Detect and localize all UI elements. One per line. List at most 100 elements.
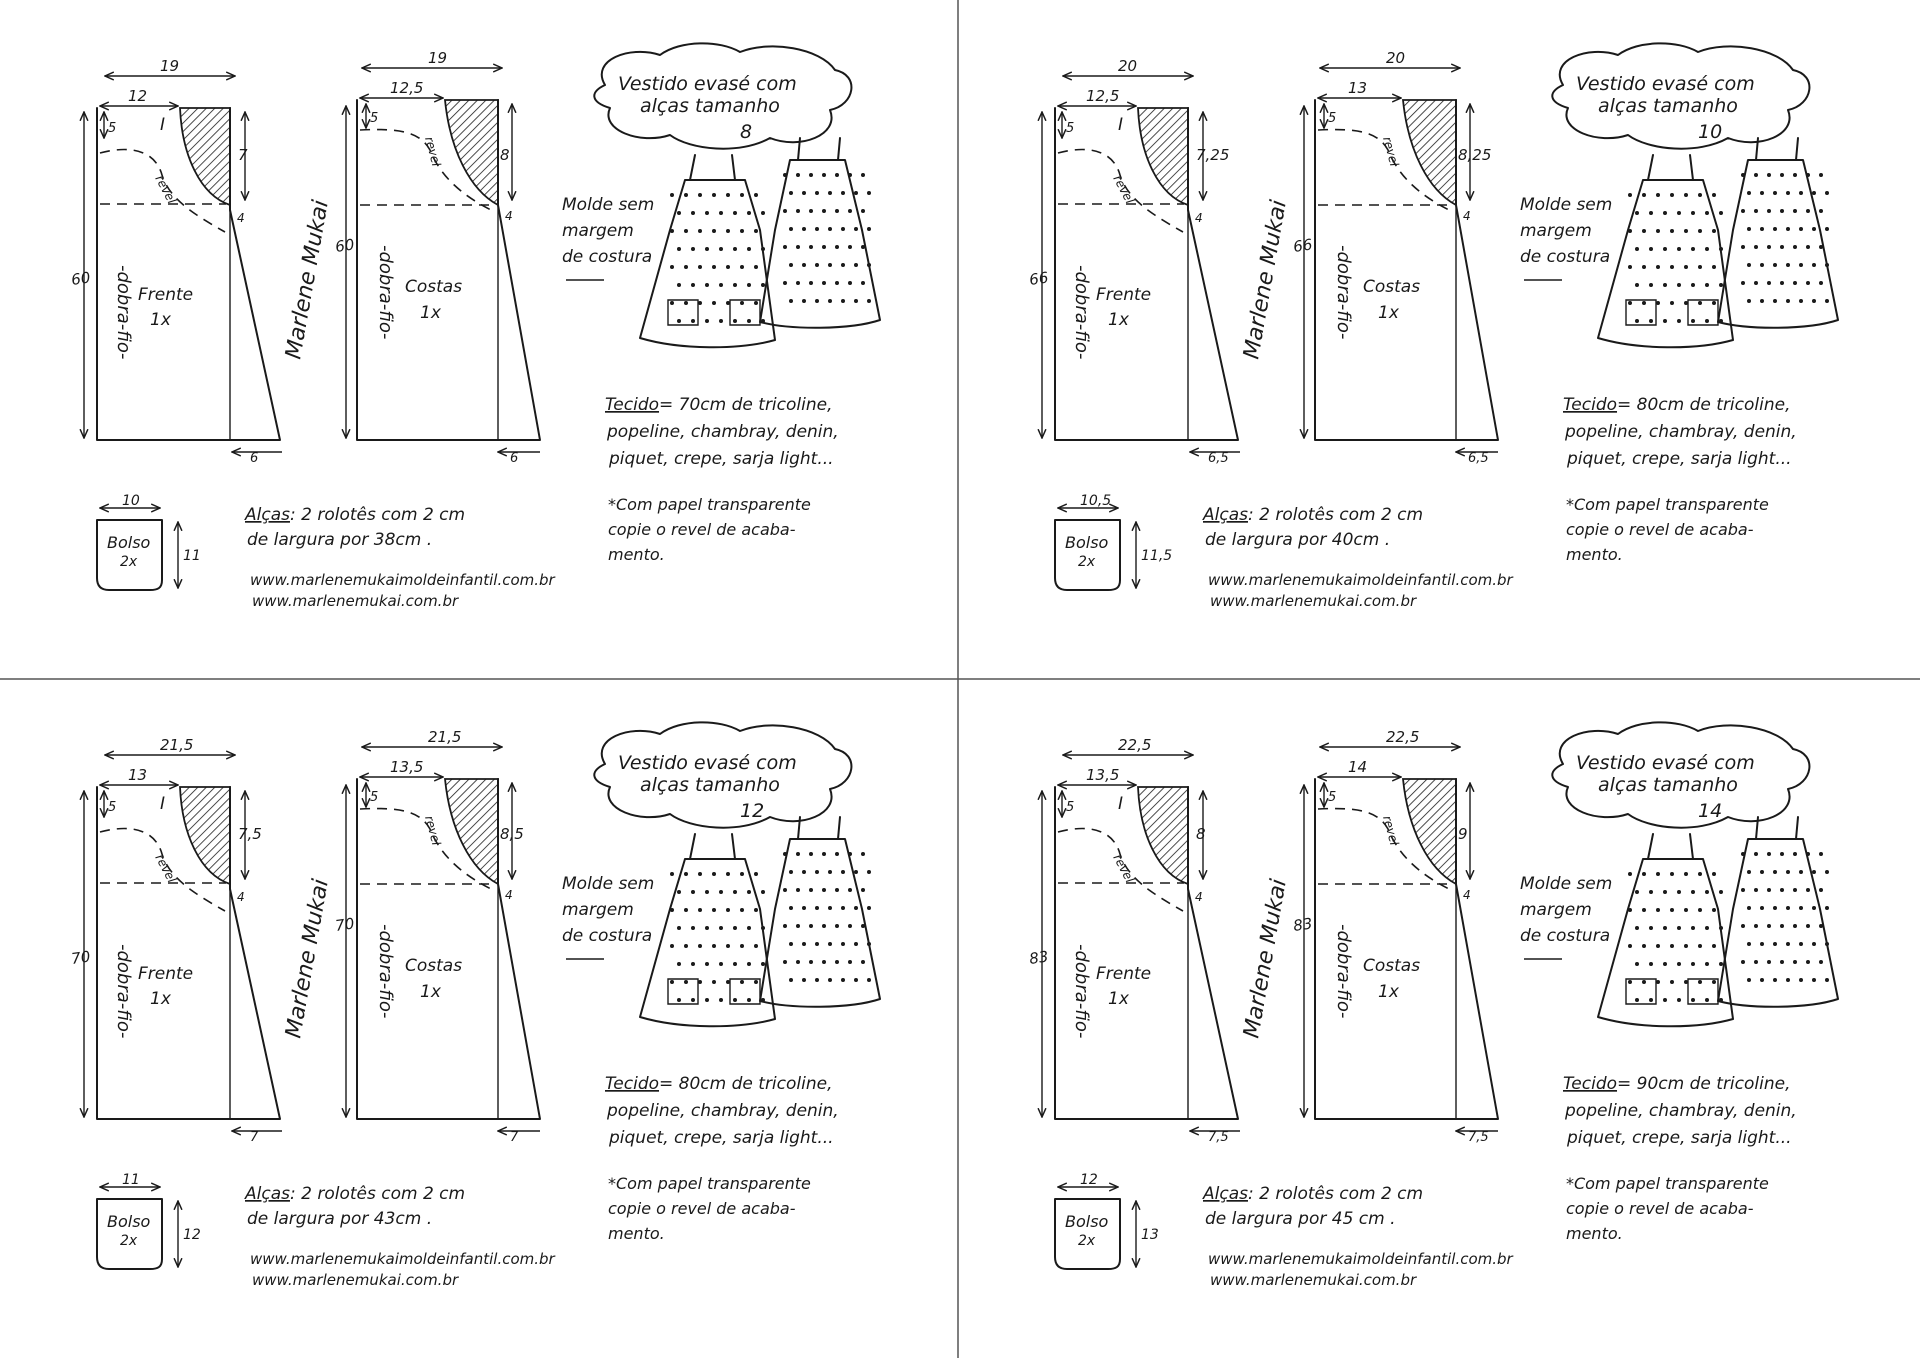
dress-illustration <box>1597 137 1839 349</box>
fabric-line-1: Tecido= 80cm de tricoline, <box>1563 395 1791 415</box>
polka-dot <box>691 319 695 323</box>
front-armhole-depth-label: 7,5 <box>238 825 262 843</box>
polka-dot <box>1656 265 1660 269</box>
molde-line-3: de costura <box>562 247 652 267</box>
title-line-1: Vestido evasé com <box>618 73 797 95</box>
fabric-note: Tecido= 80cm de tricoline,popeline, cham… <box>1563 395 1797 564</box>
polka-dot <box>1642 229 1646 233</box>
polka-dot <box>802 227 806 231</box>
note-line-3: mento. <box>608 1224 665 1243</box>
tecido-sep: = <box>659 1074 679 1094</box>
polka-dot <box>1684 193 1688 197</box>
tecido-label: Tecido <box>605 1074 659 1094</box>
pocket-name-label: Bolso <box>107 533 151 552</box>
alcas-rest: : 2 rolotês com 2 cm <box>290 505 465 525</box>
tecido-label: Tecido <box>605 395 659 415</box>
polka-dot <box>809 888 813 892</box>
url-2: www.marlenemukai.com.br <box>252 592 459 610</box>
polka-dot <box>691 283 695 287</box>
dress-strap-right <box>731 833 736 860</box>
note-line-3: mento. <box>608 545 665 564</box>
polka-dot <box>761 998 765 1002</box>
dress-front-drawing <box>639 858 776 1028</box>
polka-dot <box>1780 924 1784 928</box>
back-facing-line <box>359 807 496 892</box>
polka-dot <box>1747 299 1751 303</box>
front-hem-label: 6 <box>250 451 258 466</box>
polka-dot <box>1670 229 1674 233</box>
polka-dot <box>783 209 787 213</box>
back-revel-label: revel <box>422 135 443 168</box>
tecido-sep: = <box>1617 1074 1637 1094</box>
polka-dot <box>1780 888 1784 892</box>
dress-strap-left <box>689 154 696 181</box>
polka-dot <box>848 173 852 177</box>
polka-dot <box>726 229 730 233</box>
front-hem-label: 7 <box>250 1130 259 1145</box>
polka-dot <box>726 980 730 984</box>
pocket-height-label: 11 <box>183 548 201 564</box>
polka-dot <box>783 245 787 249</box>
alcas-label: Alças <box>1202 505 1248 525</box>
polka-dot <box>719 319 723 323</box>
pocket-outline <box>96 519 163 591</box>
polka-dot <box>677 247 681 251</box>
polka-dot <box>1635 211 1639 215</box>
back-hem-label: 6 <box>510 451 518 466</box>
front-5-label: 5 <box>108 800 116 815</box>
polka-dot <box>1806 852 1810 856</box>
front-length-label: 70 <box>70 947 91 967</box>
polka-dot <box>1773 227 1777 231</box>
polka-dot <box>1793 960 1797 964</box>
polka-dot <box>747 998 751 1002</box>
polka-dot <box>1767 245 1771 249</box>
signature-watermark: Marlene Mukai <box>281 198 334 361</box>
back-name-label: Costas <box>1363 956 1420 976</box>
polka-dot <box>705 247 709 251</box>
polka-dot <box>1705 319 1709 323</box>
polka-dot <box>841 906 845 910</box>
polka-dot <box>1760 906 1764 910</box>
back-armhole-hatch <box>1402 99 1457 207</box>
front-qty-label: 1x <box>150 310 172 330</box>
pocket-qty-label: 2x <box>120 1233 138 1249</box>
polka-dot <box>684 193 688 197</box>
polka-dot <box>1635 926 1639 930</box>
polka-dot <box>761 962 765 966</box>
polka-dot <box>1705 247 1709 251</box>
pocket-name-label: Bolso <box>1065 1212 1109 1231</box>
polka-dot <box>1684 229 1688 233</box>
molde-line-3: de costura <box>1520 247 1610 267</box>
polka-dot <box>854 978 858 982</box>
fabric-line-3: piquet, crepe, sarja light... <box>1566 449 1792 469</box>
polka-dot <box>1698 193 1702 197</box>
back-hem-label: 7,5 <box>1468 1130 1489 1145</box>
polka-dot <box>712 265 716 269</box>
polka-dot <box>726 944 730 948</box>
polka-dot <box>1677 211 1681 215</box>
title-line-1: Vestido evasé com <box>618 752 797 774</box>
pocket-outline <box>1054 1198 1121 1270</box>
polka-dot <box>733 962 737 966</box>
pocket-name-label: Bolso <box>107 1212 151 1231</box>
polka-dot <box>1741 173 1745 177</box>
front-top-width-label: 21,5 <box>160 736 193 754</box>
polka-dot <box>835 245 839 249</box>
title-line-2: alças tamanho <box>640 774 780 796</box>
molde-line-1: Molde sem <box>562 195 654 215</box>
polka-dot <box>854 227 858 231</box>
polka-dot <box>1825 299 1829 303</box>
polka-dot <box>1670 944 1674 948</box>
alcas-line-2: de largura por 40cm . <box>1205 530 1390 550</box>
polka-dot <box>705 319 709 323</box>
back-4-label: 4 <box>1463 209 1471 223</box>
polka-dot <box>754 301 758 305</box>
polka-dot <box>1760 227 1764 231</box>
polka-dot <box>1799 942 1803 946</box>
polka-dot <box>705 998 709 1002</box>
